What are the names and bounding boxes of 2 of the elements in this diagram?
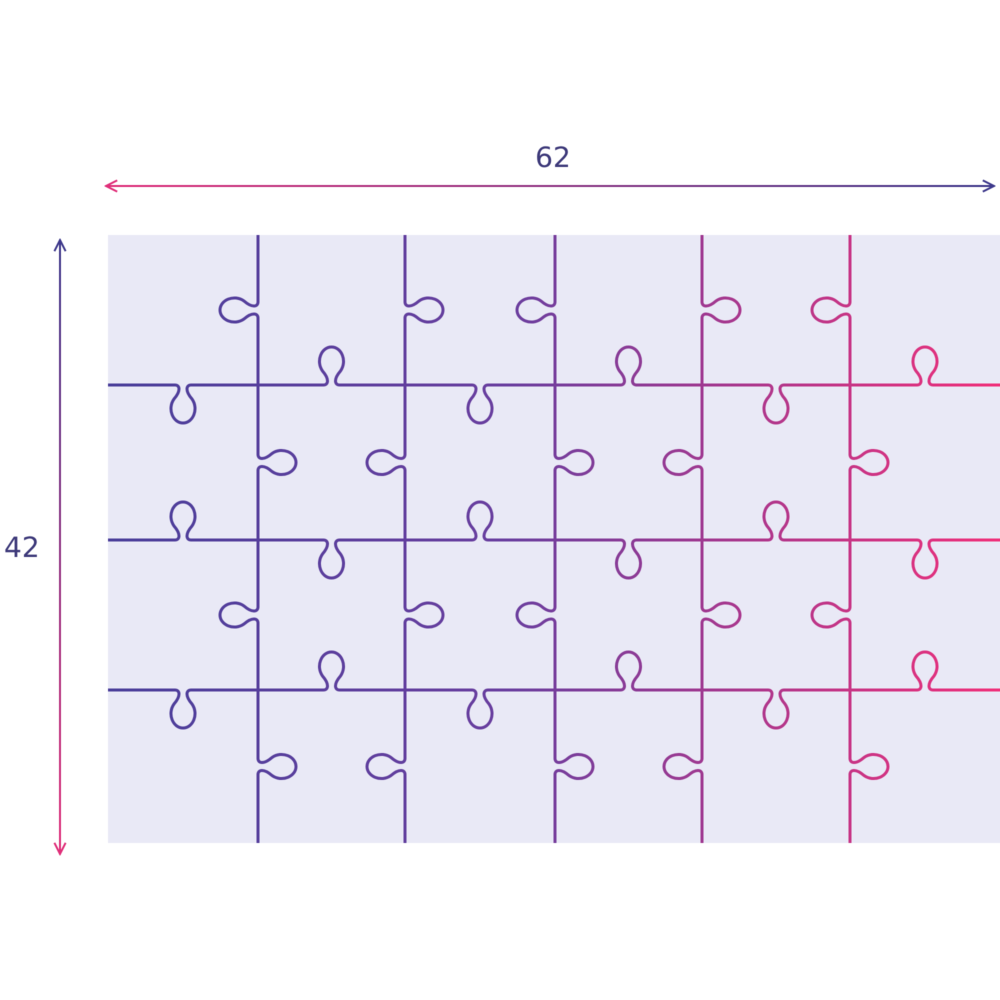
dimension-label: 62 [535, 144, 571, 172]
dimension-label: 42 [4, 534, 40, 562]
